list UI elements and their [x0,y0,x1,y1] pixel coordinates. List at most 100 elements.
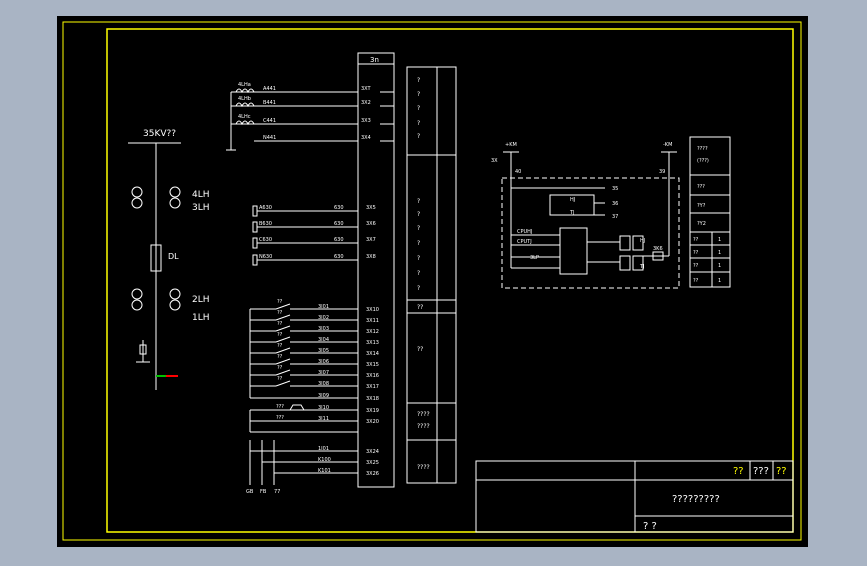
terminal-label: 3X16 [366,373,379,379]
wire-label: 3I11 [318,416,329,422]
line-work [128,52,731,488]
wire-label: K100 [318,457,331,463]
signal-contact-label: ?? [277,343,283,349]
legend-row: ?Y2 [697,221,706,227]
signal-contact-label: ?? [277,310,283,316]
description-cell: ? [417,133,420,140]
terminal-label: 3X20 [366,419,379,425]
legend-header: ???? [697,146,708,152]
wire-label: 3I04 [318,337,329,343]
relay-terminal: 35 [612,186,618,192]
ct-lower2-label: 1LH [192,313,210,323]
wire-label: 3I10 [318,405,329,411]
wire-label: 3K6 [653,246,663,252]
wire-label: 3I08 [318,381,329,387]
voltage-bus-label: N630 [259,254,272,260]
ct-upper2-label: 3LH [192,203,210,213]
drawing-border [106,28,794,533]
legend-cell: ?? [693,237,699,243]
coil-label: TJ [639,264,645,270]
ct-phase-label: 4LHc [238,114,251,120]
wire-label: 3I09 [318,393,329,399]
terminal-label: 3X2 [361,100,371,106]
drawing-title: ????????? [672,494,720,505]
description-cell: ? [417,91,420,98]
description-cell: ? [417,105,420,112]
terminal-label: 3X15 [366,362,379,368]
description-cell: ? [417,120,420,127]
fuse-label: DL [168,252,179,261]
terminal-label: 3XT [361,86,372,92]
terminal-label: 3X19 [366,408,379,414]
description-cell: ? [417,225,420,232]
bus-label: 35KV?? [143,129,176,139]
wire-label: 3I06 [318,359,329,365]
description-cell: ???? [417,411,430,418]
voltage-bus-label: B630 [259,221,272,227]
coil-label: HJ [640,238,645,244]
legend-subheader: (???) [697,158,709,164]
terminal-label: 3X24 [366,449,379,455]
description-cell: ???? [417,464,430,471]
ct-phase-label: 4LHa [238,82,251,88]
legend-cell: 1 [718,278,721,284]
description-cell: ? [417,240,420,247]
legend-cell: ?? [693,263,699,269]
relay-terminal: 37 [612,214,618,220]
switch-label: CPUTJ [517,239,532,245]
legend-row: ??? [697,184,705,190]
relay-terminal: 36 [612,201,618,207]
voltage-bus-label: A630 [259,205,272,211]
negative-bus-label: -KM [663,142,672,148]
description-cell: ???? [417,423,430,430]
description-cell: ? [417,77,420,84]
bus-label: GB [246,489,254,495]
description-cell: ? [417,211,420,218]
signal-contact-label: ?? [277,321,283,327]
signal-contact-label: ?? [277,354,283,360]
terminal-label: 3X14 [366,351,379,357]
ct-phase-label: 4LHb [238,96,251,102]
terminal-label: 3X6 [366,221,376,227]
description-cell: ? [417,255,420,262]
title-code: ??? [753,466,769,477]
wire-label: 3I03 [318,326,329,332]
terminal-label: 3X3 [361,118,371,124]
signal-contact-label: ?? [277,299,283,305]
terminal-label: 3X17 [366,384,379,390]
description-cell: ?? [417,304,423,311]
terminal-block-title: 3n [370,56,379,64]
legend-row: ?Y? [697,203,706,209]
signal-contact-label: ?? [277,376,283,382]
wire-label: 630 [334,237,344,243]
terminal-number: 39 [659,169,665,175]
terminal-label: 3X10 [366,307,379,313]
drawing-sheet [57,16,808,547]
terminal-label: 3X18 [366,396,379,402]
terminal-number: 40 [515,169,521,175]
description-cell: ? [417,198,420,205]
wire-label: A441 [263,86,276,92]
relay-label: HJ [570,197,575,203]
wire-label: 3I07 [318,370,329,376]
terminal-label: 3X26 [366,471,379,477]
pulse-label: ??? [276,415,284,421]
legend-cell: ?? [693,250,699,256]
wire-label: C441 [263,118,276,124]
wire-label: 1I01 [318,446,329,452]
legend-cell: 1 [718,263,721,269]
wire-label: 630 [334,205,344,211]
title-company: ?? [733,466,744,477]
wire-label: 3I02 [318,315,329,321]
ct-lower-label: 2LH [192,295,210,305]
legend-cell: 1 [718,250,721,256]
terminal-label: 3X11 [366,318,379,324]
voltage-bus-label: C630 [259,237,272,243]
wire-label: B441 [263,100,276,106]
wire-label: 3I05 [318,348,329,354]
wire-label: 630 [334,221,344,227]
wire-label: K101 [318,468,331,474]
terminal-label: 3X4 [361,135,371,141]
legend-cell: 1 [718,237,721,243]
